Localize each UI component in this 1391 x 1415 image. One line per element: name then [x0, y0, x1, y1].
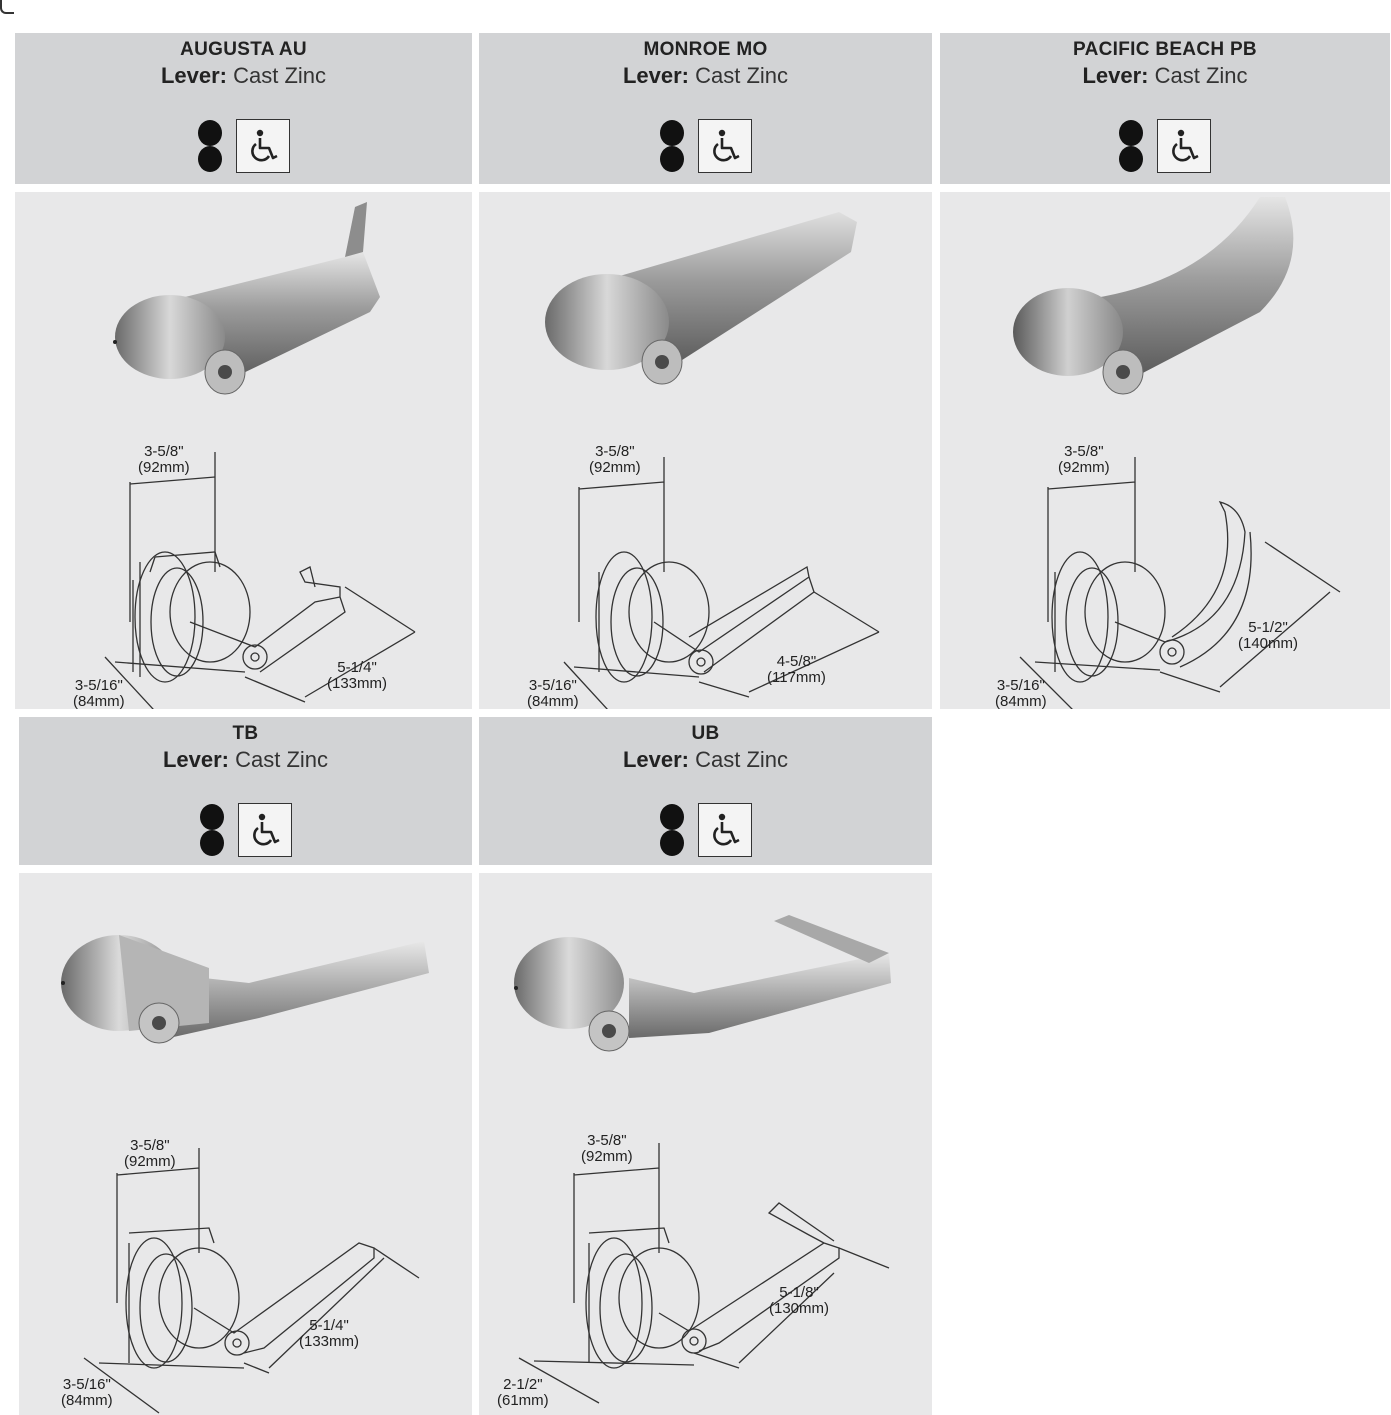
lever-name: TB	[232, 723, 259, 744]
card-body: 3-5/8"(92mm) 5-1/4"(133mm) 3-5/16"(84mm)	[15, 192, 472, 710]
badge-row	[15, 119, 472, 173]
dim-top: 3-5/8"(92mm)	[581, 1132, 633, 1165]
card-body: 3-5/8"(92mm) 5-1/8"(130mm) 2-1/2"(61mm)	[479, 873, 932, 1415]
figure-8-icon	[199, 804, 224, 856]
accessible-icon	[1157, 119, 1211, 173]
dim-top: 3-5/8"(92mm)	[1058, 443, 1110, 476]
accessible-icon	[697, 803, 752, 857]
dim-base: 2-1/2"(61mm)	[497, 1376, 549, 1409]
lever-photo	[514, 915, 891, 1052]
lever-name: UB	[691, 723, 720, 744]
card-header: PACIFIC BEACH PB Lever: Cast Zinc	[940, 33, 1390, 184]
lever-card-ub: UB Lever: Cast Zinc	[479, 717, 932, 1415]
lever-card-monroe: MONROE MO Lever: Cast Zinc	[479, 33, 932, 710]
lever-name: PACIFIC BEACH PB	[1073, 39, 1257, 60]
dim-base: 3-5/16"(84mm)	[73, 677, 125, 710]
lever-photo	[61, 935, 429, 1044]
dim-top: 3-5/8"(92mm)	[138, 443, 190, 476]
card-body: 3-5/8"(92mm) 5-1/2"(140mm) 3-5/16"(84mm)	[940, 192, 1390, 710]
dim-length: 5-1/2"(140mm)	[1238, 619, 1299, 652]
lever-card-augusta: AUGUSTA AU Lever: Cast Zinc	[15, 33, 472, 710]
lever-name: AUGUSTA AU	[180, 39, 307, 60]
dim-length: 5-1/4"(133mm)	[299, 1317, 360, 1350]
dim-base: 3-5/16"(84mm)	[995, 677, 1047, 710]
lever-photo	[545, 212, 857, 385]
card-header: TB Lever: Cast Zinc	[19, 717, 472, 865]
dim-top: 3-5/8"(92mm)	[589, 443, 641, 476]
lever-material: Lever: Cast Zinc	[1082, 63, 1248, 88]
figure-8-icon	[659, 804, 684, 856]
card-body: 3-5/8"(92mm) 5-1/4"(133mm) 3-5/16"(84mm)	[19, 873, 472, 1415]
lever-material: Lever: Cast Zinc	[622, 63, 789, 88]
dimension-drawing	[1019, 457, 1341, 709]
accessible-icon	[235, 119, 290, 173]
badge-row	[940, 119, 1390, 173]
badge-row	[19, 803, 472, 857]
accessible-icon	[697, 119, 752, 173]
figure-8-icon	[1119, 120, 1143, 172]
dim-length: 5-1/4"(133mm)	[327, 659, 388, 692]
dimension-drawing	[518, 1143, 890, 1404]
page-corner-mark	[0, 0, 14, 14]
card-header: UB Lever: Cast Zinc	[479, 717, 932, 865]
lever-material: Lever: Cast Zinc	[162, 747, 329, 772]
dim-length: 5-1/8"(130mm)	[769, 1284, 830, 1317]
dim-base: 3-5/16"(84mm)	[527, 677, 579, 710]
lever-card-tb: TB Lever: Cast Zinc	[19, 717, 472, 1415]
figure-8-icon	[659, 120, 684, 172]
lever-card-pacific-beach: PACIFIC BEACH PB Lever: Cast Zinc	[940, 33, 1390, 710]
card-header: MONROE MO Lever: Cast Zinc	[479, 33, 932, 184]
lever-name: MONROE MO	[643, 39, 768, 60]
dimension-drawing	[563, 457, 880, 709]
lever-photo	[113, 202, 380, 395]
dimension-drawing	[104, 452, 416, 709]
badge-row	[479, 119, 932, 173]
figure-8-icon	[197, 120, 222, 172]
card-body: 3-5/8"(92mm) 4-5/8"(117mm) 3-5/16"(84mm)	[479, 192, 932, 710]
dim-length: 4-5/8"(117mm)	[767, 653, 826, 686]
dim-base: 3-5/16"(84mm)	[61, 1376, 113, 1409]
badge-row	[479, 803, 932, 857]
dimension-drawing	[83, 1148, 420, 1414]
lever-photo	[1013, 197, 1294, 395]
card-header: AUGUSTA AU Lever: Cast Zinc	[15, 33, 472, 184]
lever-material: Lever: Cast Zinc	[160, 63, 327, 88]
dim-top: 3-5/8"(92mm)	[124, 1137, 176, 1170]
lever-material: Lever: Cast Zinc	[622, 747, 789, 772]
accessible-icon	[237, 803, 292, 857]
